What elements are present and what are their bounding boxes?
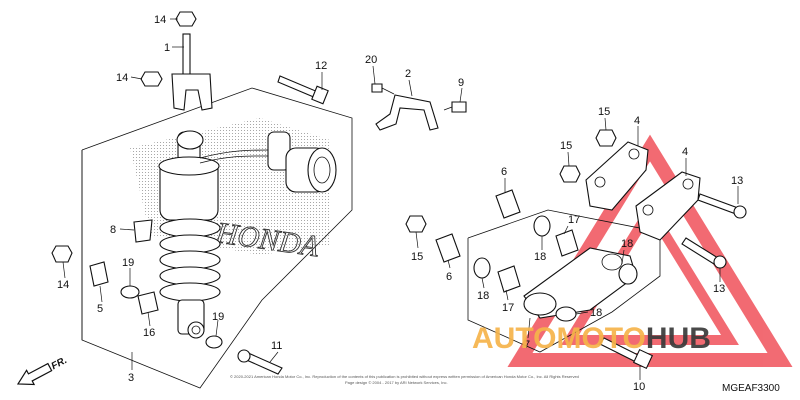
callout-14-left: 14 — [57, 279, 69, 291]
callout-5: 5 — [97, 303, 103, 315]
callout-2: 2 — [405, 68, 411, 80]
watermark-part-moto: MOTO — [556, 322, 645, 355]
washer-18-c — [618, 263, 638, 285]
nut-15-a — [595, 129, 617, 147]
nut-top — [175, 11, 197, 27]
clip-8 — [133, 219, 153, 243]
arm-4-left — [585, 141, 649, 211]
arrow-icon — [16, 362, 53, 386]
bushing-17-bottom — [497, 265, 521, 293]
bolt-12 — [277, 75, 329, 105]
washer-18-b — [473, 257, 491, 279]
callout-3: 3 — [128, 372, 134, 384]
callout-labels: 14 1 14 12 20 2 9 15 4 15 4 6 13 8 17 18… — [57, 14, 743, 393]
washer-18-a — [533, 215, 551, 237]
callout-7: 7 — [524, 339, 530, 351]
callout-10: 10 — [633, 381, 645, 393]
watermark-part-hub: HUB — [646, 322, 711, 355]
collar-6-top — [495, 189, 521, 219]
watermark-text: AUTOMOTOHUB — [472, 322, 711, 355]
callout-15-b: 15 — [560, 140, 572, 152]
bolt-13-lower — [681, 237, 727, 269]
bracket-2 — [371, 83, 467, 131]
callout-20: 20 — [365, 54, 377, 66]
washer-19-right — [205, 335, 223, 349]
washer-19-left — [120, 285, 140, 299]
shock-assembly-frame — [81, 87, 353, 389]
svg-text:AUTOMOTOHUB: AUTOMOTOHUB — [472, 322, 711, 355]
callout-15-a: 15 — [598, 106, 610, 118]
nut-15-c — [405, 215, 427, 233]
bolt-11 — [237, 349, 283, 375]
callout-18-c: 18 — [477, 290, 489, 302]
nut-15-b — [559, 165, 581, 183]
collar-5 — [89, 261, 109, 287]
nut-side — [140, 71, 163, 87]
callout-4-b: 4 — [682, 146, 688, 158]
callout-12: 12 — [315, 60, 327, 72]
callout-18-d: 18 — [590, 307, 602, 319]
callout-15-c: 15 — [411, 251, 423, 263]
callout-18-b: 18 — [534, 251, 546, 263]
callout-19-b: 19 — [212, 311, 224, 323]
callout-14-side: 14 — [116, 72, 128, 84]
callout-4-a: 4 — [634, 115, 640, 127]
upper-mount-bracket — [171, 33, 213, 111]
link-assembly-frame — [467, 209, 661, 353]
nut-14-left — [51, 245, 73, 263]
callout-11: 11 — [271, 340, 282, 352]
callout-9: 9 — [458, 77, 464, 89]
watermark-part-auto: AUTO — [472, 322, 556, 355]
callout-6-b: 6 — [446, 271, 452, 283]
callout-13-b: 13 — [713, 283, 725, 295]
callout-17-b: 17 — [502, 302, 514, 314]
shock-absorber — [158, 130, 337, 339]
front-direction-marker: FR. — [16, 355, 69, 386]
arm-4-right — [635, 171, 701, 241]
callout-8: 8 — [110, 224, 116, 236]
callout-19-a: 19 — [122, 257, 134, 269]
callout-14-top: 14 — [154, 14, 166, 26]
washer-18-d — [555, 306, 577, 322]
bolt-10 — [599, 337, 654, 370]
callout-1: 1 — [164, 42, 170, 54]
callout-6-a: 6 — [501, 166, 507, 178]
footer-copyright: © 2020-2021 American Honda Motor Co., In… — [230, 374, 579, 379]
callout-16: 16 — [143, 327, 155, 339]
front-label: FR. — [50, 355, 69, 372]
footer-page-design: Page design © 2004 - 2017 by ARI Network… — [345, 380, 448, 385]
bushing-17-top — [555, 229, 579, 257]
leader-lines — [62, 18, 739, 380]
callout-17-a: 17 — [568, 214, 580, 226]
bolt-13-upper — [697, 193, 747, 219]
collar-16 — [137, 291, 159, 315]
collar-6-bottom — [435, 233, 461, 263]
diagram-code: MGEAF3300 — [722, 383, 780, 394]
callout-18-a: 18 — [621, 238, 633, 250]
callout-13-a: 13 — [731, 175, 743, 187]
